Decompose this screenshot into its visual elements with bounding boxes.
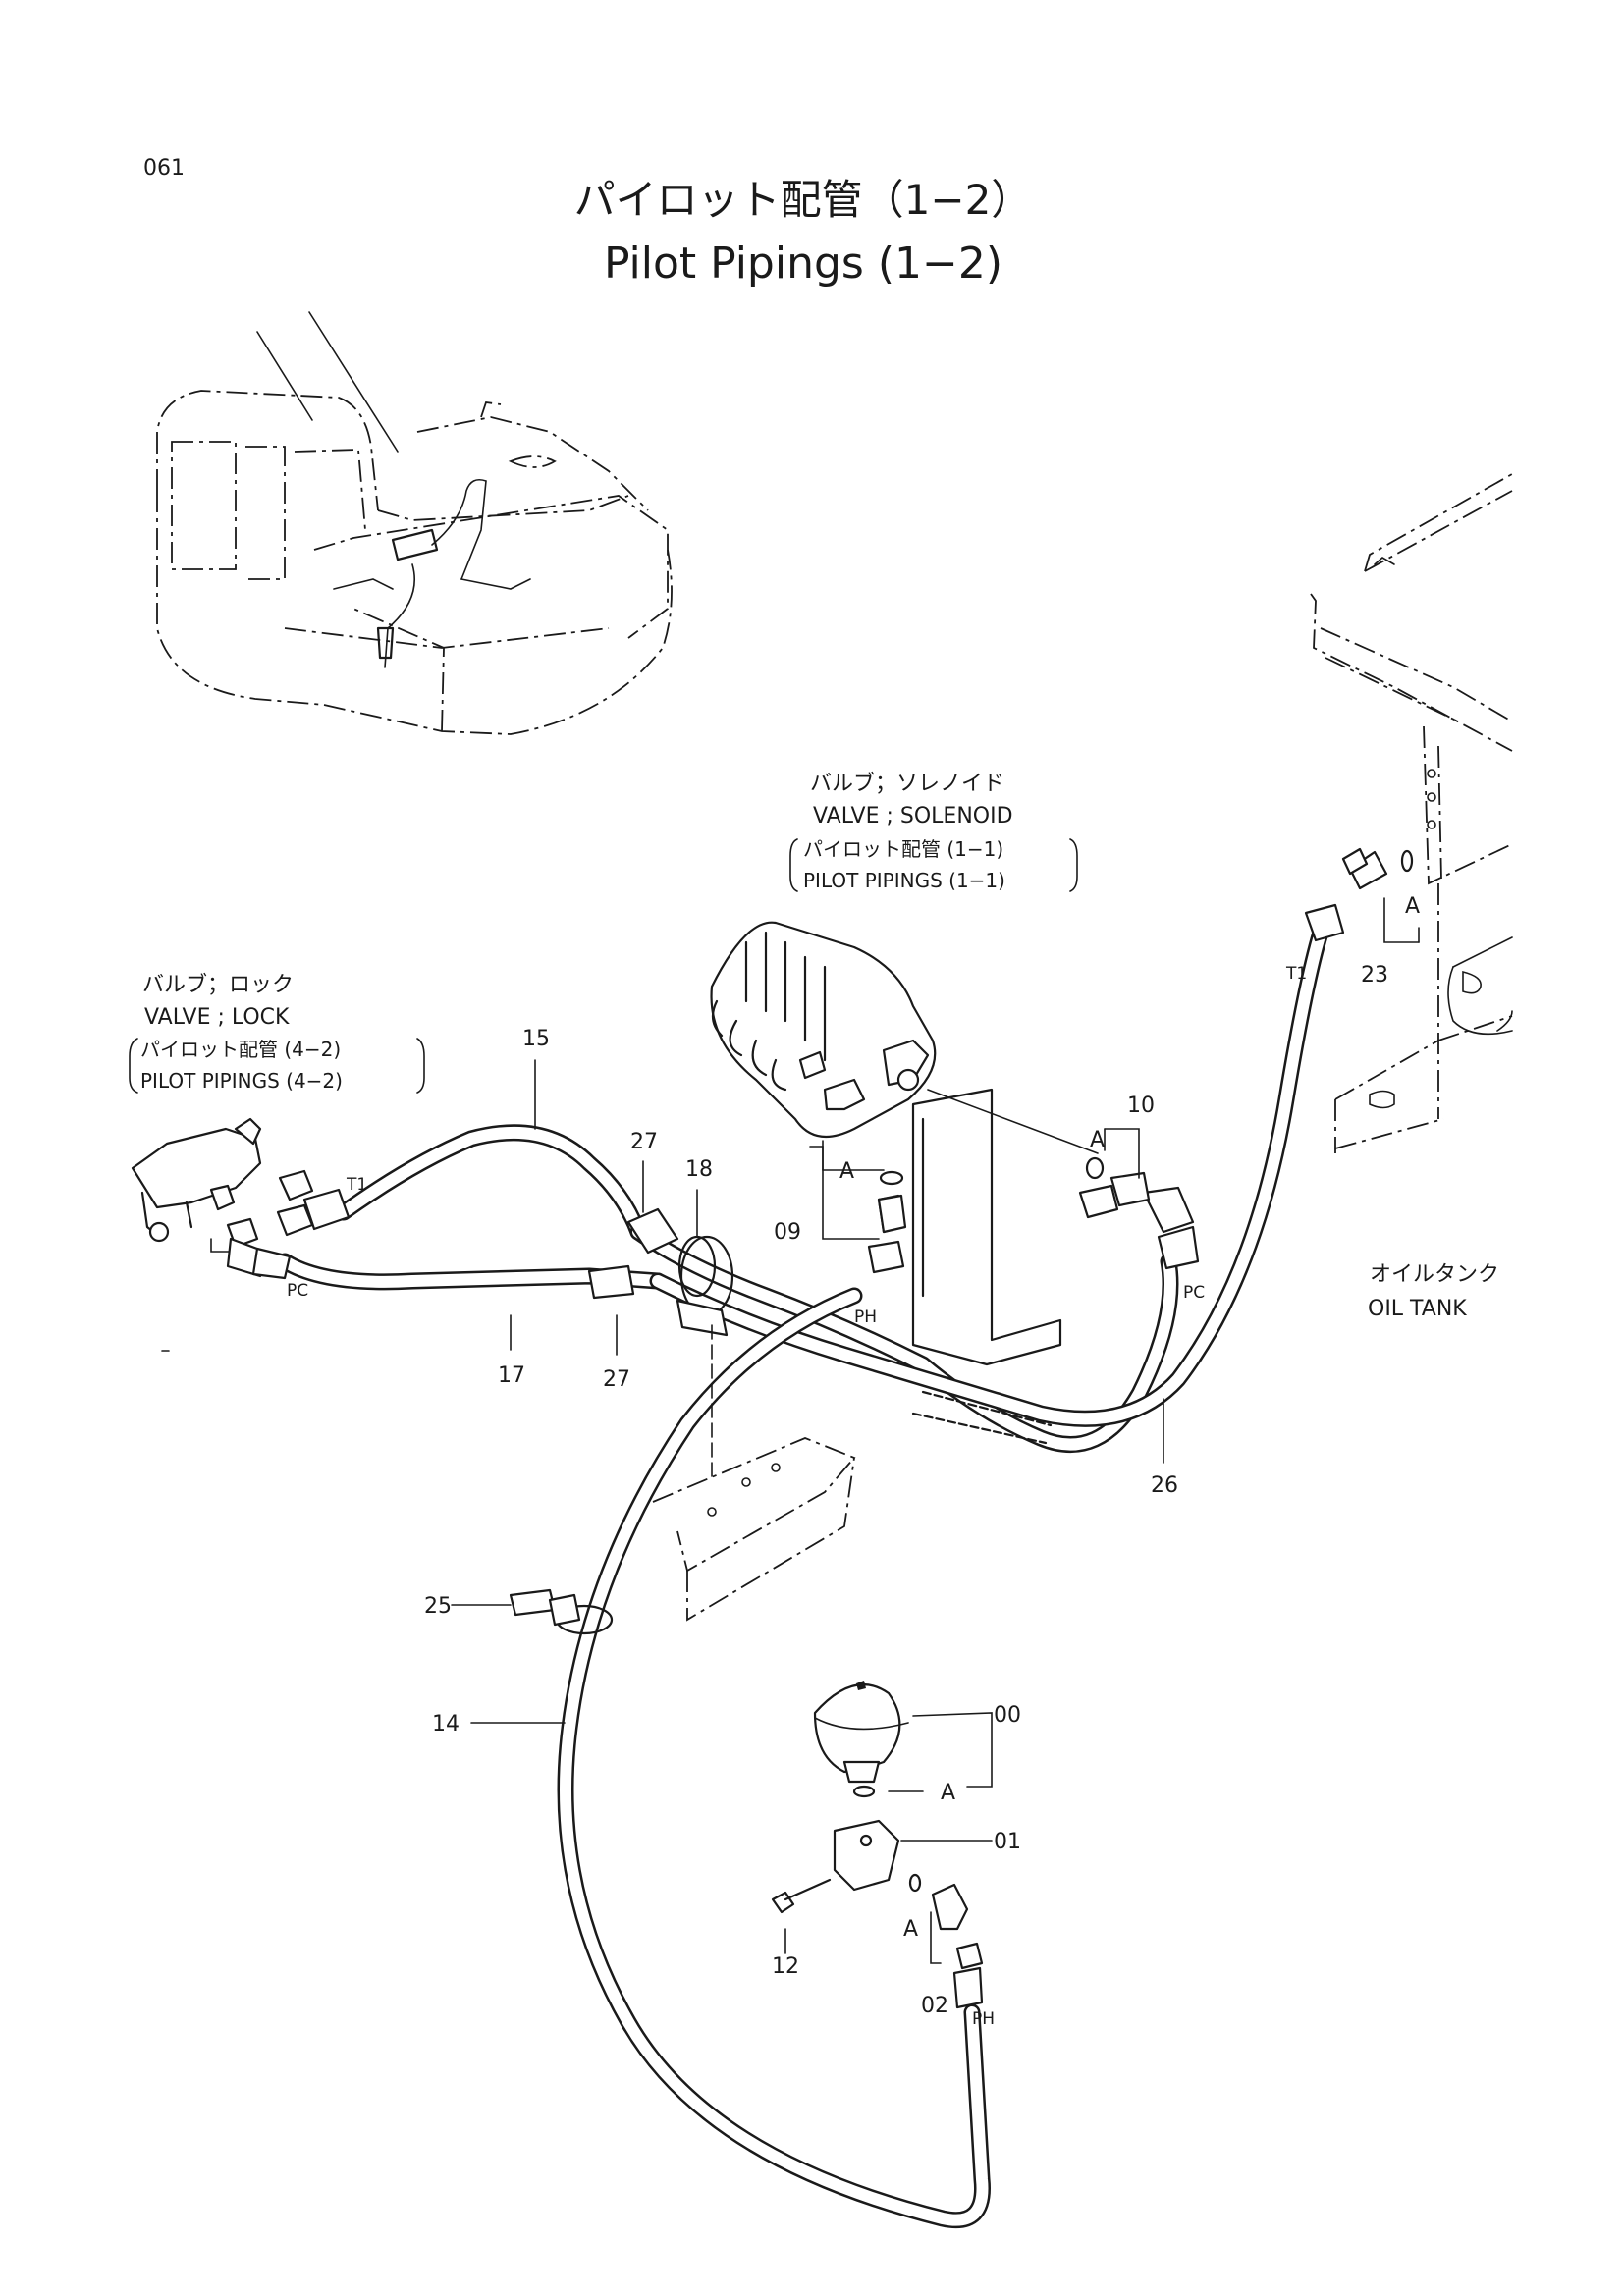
leader-lines (451, 897, 1420, 1964)
port-ph-mid: PH (854, 1308, 877, 1327)
detail-a-00: A (941, 1781, 955, 1805)
part-number-14: 14 (432, 1712, 460, 1736)
detail-a-marks: A A A A A (839, 894, 1420, 1942)
part-number-23: 23 (1361, 963, 1388, 988)
lock-valve-callout: バルブ；ロック VALVE ; LOCK パイロット配管 (4−2) PILOT… (129, 973, 425, 1094)
solenoid-valve-label-en: VALVE ; SOLENOID (813, 804, 1013, 828)
detail-a-23: A (1405, 894, 1420, 919)
solenoid-valve-callout: バルブ；ソレノイド VALVE ; SOLENOID パイロット配管 (1−1)… (789, 772, 1078, 892)
port-pc-right: PC (1183, 1283, 1205, 1303)
oil-tank-callout: オイルタンク OIL TANK (1368, 1262, 1499, 1321)
part-number-15: 15 (522, 1027, 550, 1051)
detail-a-09: A (839, 1159, 854, 1184)
hose-14 (557, 1287, 991, 2229)
detail-a-02: A (903, 1917, 918, 1942)
part-number-10: 10 (1127, 1094, 1155, 1118)
oil-tank-label-jp: オイルタンク (1370, 1262, 1499, 1287)
mounting-bracket (652, 1437, 856, 1622)
solenoid-valve-label-jp: バルブ；ソレノイド (810, 772, 1004, 796)
part-number-27-bottom: 27 (603, 1367, 630, 1392)
lock-valve (131, 1117, 314, 1253)
part-number-09: 09 (774, 1220, 801, 1245)
clamp-25 (509, 1588, 614, 1635)
port-t1-left: T1 (346, 1175, 367, 1195)
port-labels: T1 PC PH PC T1 PH (287, 964, 1307, 2029)
hose-fittings (587, 847, 1388, 1300)
frame-and-oil-tank-structure (1310, 473, 1513, 1153)
part-number-labels: 15 27 18 17 27 09 10 23 26 25 14 00 01 1… (424, 963, 1388, 2018)
lock-valve-ref-en: PILOT PIPINGS (4−2) (140, 1069, 343, 1093)
part-number-17: 17 (498, 1363, 525, 1388)
lock-valve-label-en: VALVE ; LOCK (144, 1005, 290, 1030)
oil-tank-label-en: OIL TANK (1368, 1297, 1467, 1321)
title-japanese: パイロット配管（1−2） (574, 176, 1033, 224)
part-number-00: 00 (994, 1703, 1021, 1728)
port-pc-left: PC (287, 1281, 308, 1301)
lock-valve-label-jp: バルブ；ロック (142, 973, 294, 997)
detail-a-10: A (1090, 1128, 1105, 1152)
control-valve-assembly (710, 921, 1099, 1366)
fittings-09-10 (877, 849, 1414, 1234)
excavator-overview-illustration (156, 311, 673, 735)
part-number-25: 25 (424, 1594, 452, 1619)
port-ph-bottom: PH (972, 2009, 995, 2029)
part-number-12: 12 (772, 1954, 799, 1979)
part-number-18: 18 (685, 1157, 713, 1182)
solenoid-valve-ref-jp: パイロット配管 (1−1) (803, 837, 1003, 861)
title-english: Pilot Pipings (1−2) (604, 239, 1002, 289)
solenoid-valve-ref-en: PILOT PIPINGS (1−1) (803, 869, 1005, 892)
part-number-26: 26 (1151, 1473, 1178, 1498)
hose-26-and-bundle (629, 924, 1329, 1454)
part-number-02: 02 (921, 1994, 948, 2018)
hose-15 (276, 1124, 647, 1241)
page-number: 061 (143, 156, 185, 181)
part-number-01: 01 (994, 1830, 1021, 1854)
lock-valve-ref-jp: パイロット配管 (4−2) (140, 1038, 341, 1061)
port-t1-right: T1 (1285, 964, 1307, 984)
part-number-27-top: 27 (630, 1130, 658, 1154)
accumulator-assembly (771, 1681, 984, 2009)
hose-17 (226, 1237, 667, 1291)
